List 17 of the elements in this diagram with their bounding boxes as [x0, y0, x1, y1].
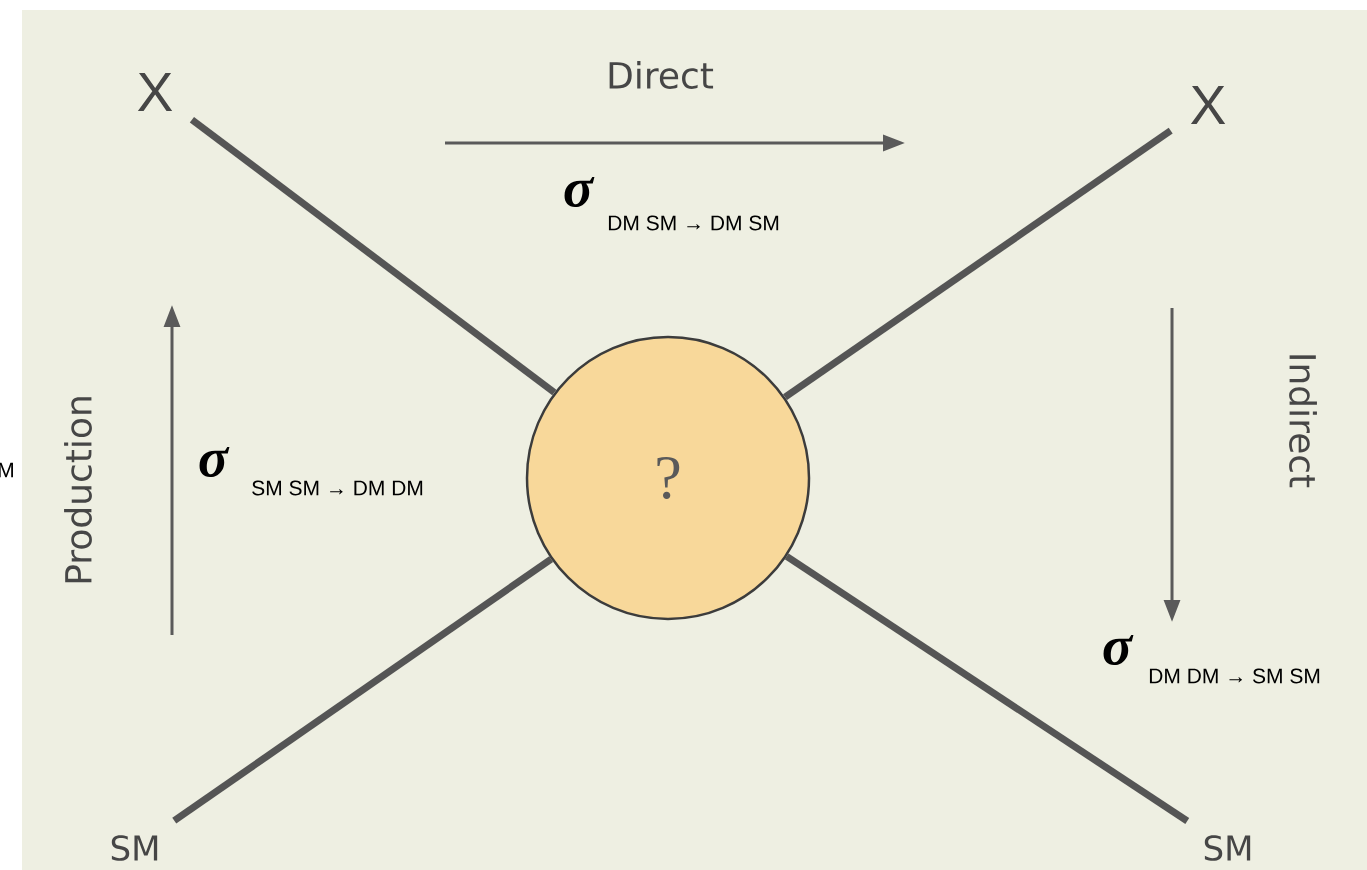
node-label: SM — [1204, 835, 1251, 861]
line — [784, 553, 1190, 824]
subscript-label: DM SM → DM SM — [608, 215, 779, 231]
sigma-symbol: σ — [1103, 635, 1134, 665]
subscript-label: DM DM → SM SM — [1149, 668, 1320, 684]
heading-label: Direct — [609, 61, 714, 89]
line — [189, 116, 557, 396]
heading-label: Indirect — [1289, 355, 1317, 488]
sigma-symbol: σ — [564, 177, 595, 207]
node-label: X — [137, 73, 173, 111]
node-label: X — [1190, 86, 1226, 124]
subscript-label: SM SM → DM DM — [252, 480, 423, 496]
line — [172, 556, 554, 824]
sigma-symbol: σ — [199, 447, 230, 477]
line — [783, 127, 1173, 401]
node-label: SM — [111, 835, 158, 861]
heading-label: Production — [64, 397, 92, 583]
